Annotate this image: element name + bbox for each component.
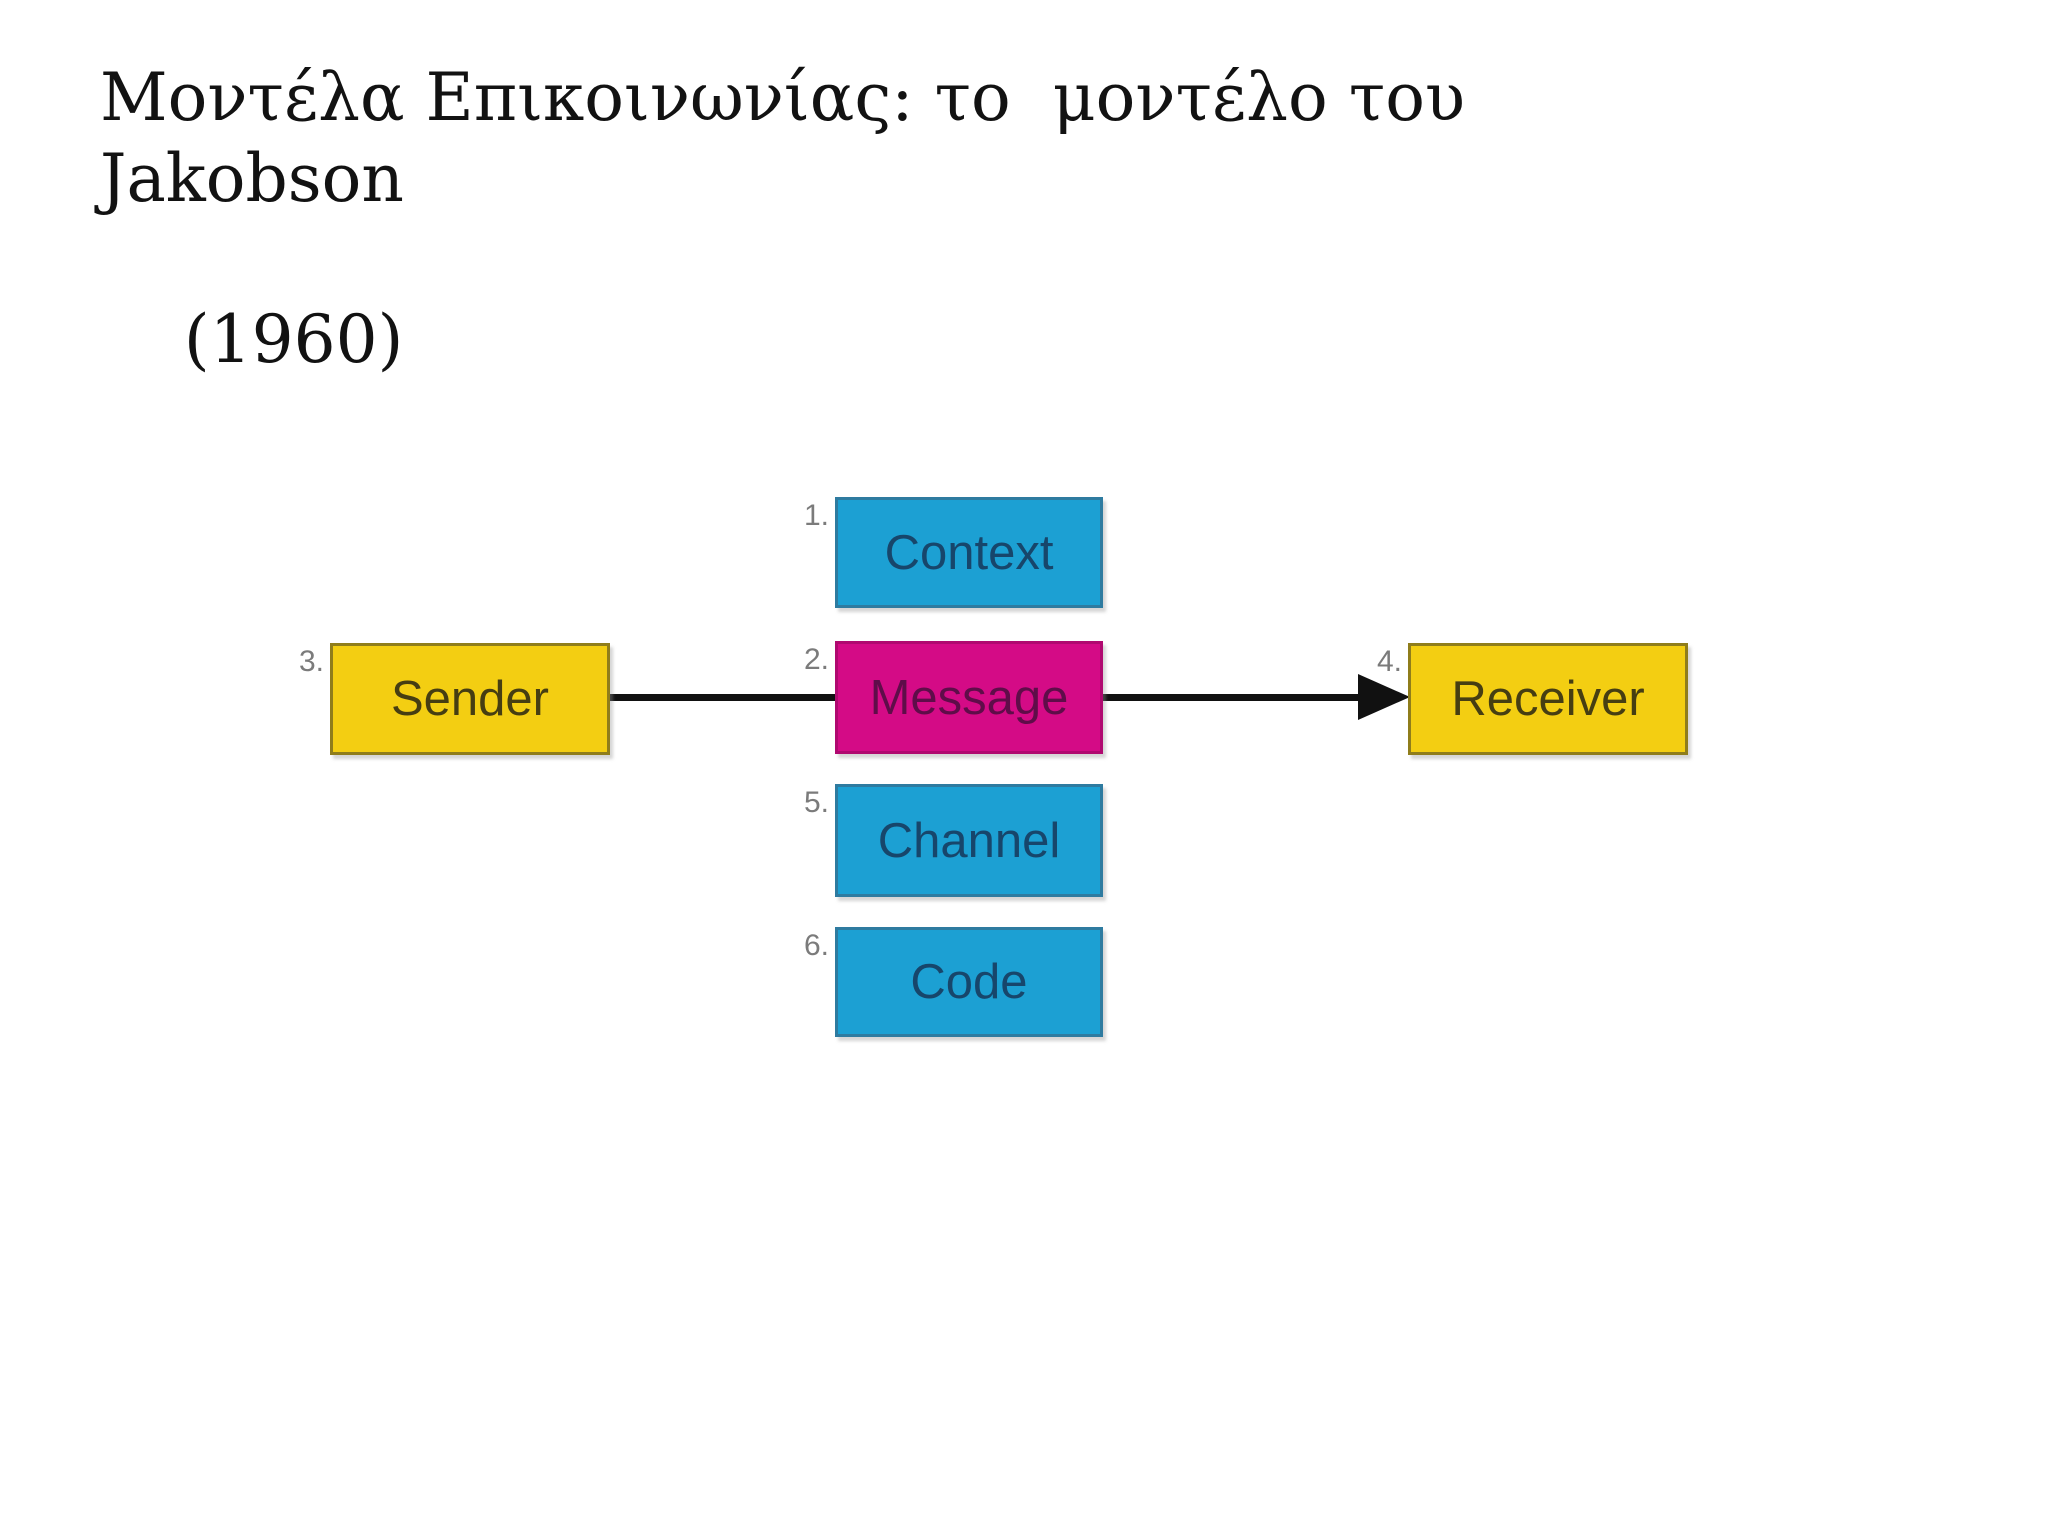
receiver-box-label: Receiver <box>1451 672 1645 726</box>
context-number-label: 1. <box>803 499 829 532</box>
connector-sender-to-message <box>610 694 836 701</box>
message-number-label: 2. <box>803 643 829 676</box>
page-title-line1: Μοντέλα Επικοινωνίας: το μοντέλο του Jak… <box>100 59 1487 217</box>
sender-number-label: 3. <box>298 645 324 678</box>
channel-box: Channel <box>835 784 1103 897</box>
code-box-label: Code <box>910 955 1028 1009</box>
connector-message-to-receiver <box>1103 694 1360 701</box>
code-box: Code <box>835 927 1103 1037</box>
message-box: Message <box>835 641 1103 754</box>
arrow-right-icon <box>1358 674 1410 720</box>
receiver-box: Receiver <box>1408 643 1688 755</box>
sender-box: Sender <box>330 643 610 755</box>
code-number-label: 6. <box>803 929 829 962</box>
page-title-line2: (1960) <box>183 300 404 378</box>
context-box-label: Context <box>884 525 1054 580</box>
channel-number-label: 5. <box>803 786 829 819</box>
sender-box-label: Sender <box>390 672 549 726</box>
receiver-number-label: 4. <box>1376 645 1402 678</box>
page-title: Μοντέλα Επικοινωνίας: το μοντέλο του Jak… <box>100 58 1700 461</box>
message-box-label: Message <box>869 670 1069 725</box>
channel-box-label: Channel <box>877 813 1061 868</box>
context-box: Context <box>835 497 1103 608</box>
